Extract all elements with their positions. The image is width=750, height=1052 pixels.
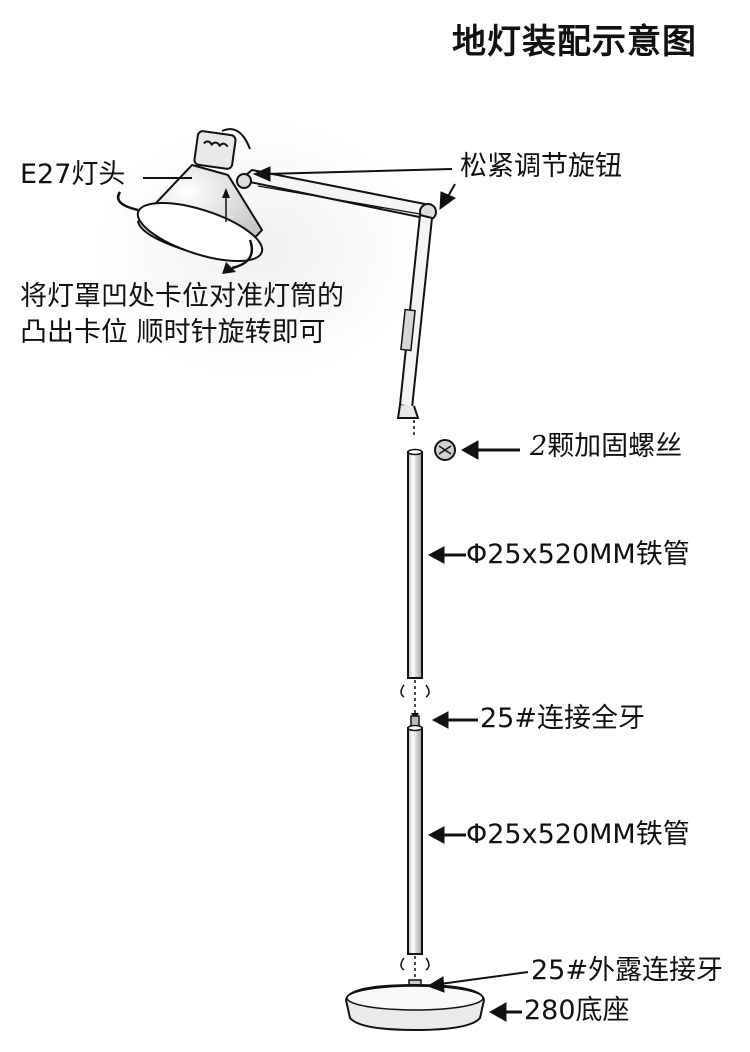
callout-arrows — [143, 166, 529, 1022]
label-e27-head: E27灯头 — [20, 159, 126, 190]
label-adjust-knob: 松紧调节旋钮 — [460, 151, 622, 182]
rotate-arrow-connector-1 — [400, 684, 430, 698]
rotate-arrow-lower — [231, 239, 254, 270]
label-pipe-lower: Φ25x520MM铁管 — [466, 819, 690, 850]
label-shade-instruction-1: 将灯罩凹处卡位对准灯筒的 — [20, 281, 344, 312]
screw-text: 颗加固螺丝 — [547, 431, 683, 462]
screw-count: 2 — [530, 431, 548, 462]
upper-arm — [236, 168, 437, 221]
label-exposed-thread: 25#外露连接牙 — [531, 955, 723, 986]
label-base: 280底座 — [524, 995, 630, 1026]
rotate-arrow-connector-2 — [400, 957, 430, 971]
reinforce-screw — [434, 439, 456, 461]
small-up-arrow-head — [222, 188, 230, 198]
upper-pipe-top — [407, 448, 423, 456]
label-pipe-upper: Φ25x520MM铁管 — [466, 539, 690, 570]
label-full-thread-connector: 25#连接全牙 — [480, 703, 645, 734]
base — [344, 979, 486, 1032]
lower-pipe — [407, 727, 423, 955]
rotate-arrow-head — [222, 262, 236, 274]
label-reinforce-screws: 2颗加固螺丝 — [530, 432, 682, 462]
diagram-title: 地灯装配示意图 — [452, 22, 697, 62]
rotate-arrow-upper — [116, 191, 139, 212]
lamp-shade — [136, 163, 264, 263]
lower-arm — [396, 213, 434, 419]
full-thread-connector — [410, 715, 420, 727]
lower-pipe-top — [407, 724, 423, 732]
upper-pipe — [407, 451, 423, 679]
label-shade-instruction-2: 凸出卡位 顺时针旋转即可 — [20, 317, 326, 348]
e27-socket — [193, 128, 251, 170]
